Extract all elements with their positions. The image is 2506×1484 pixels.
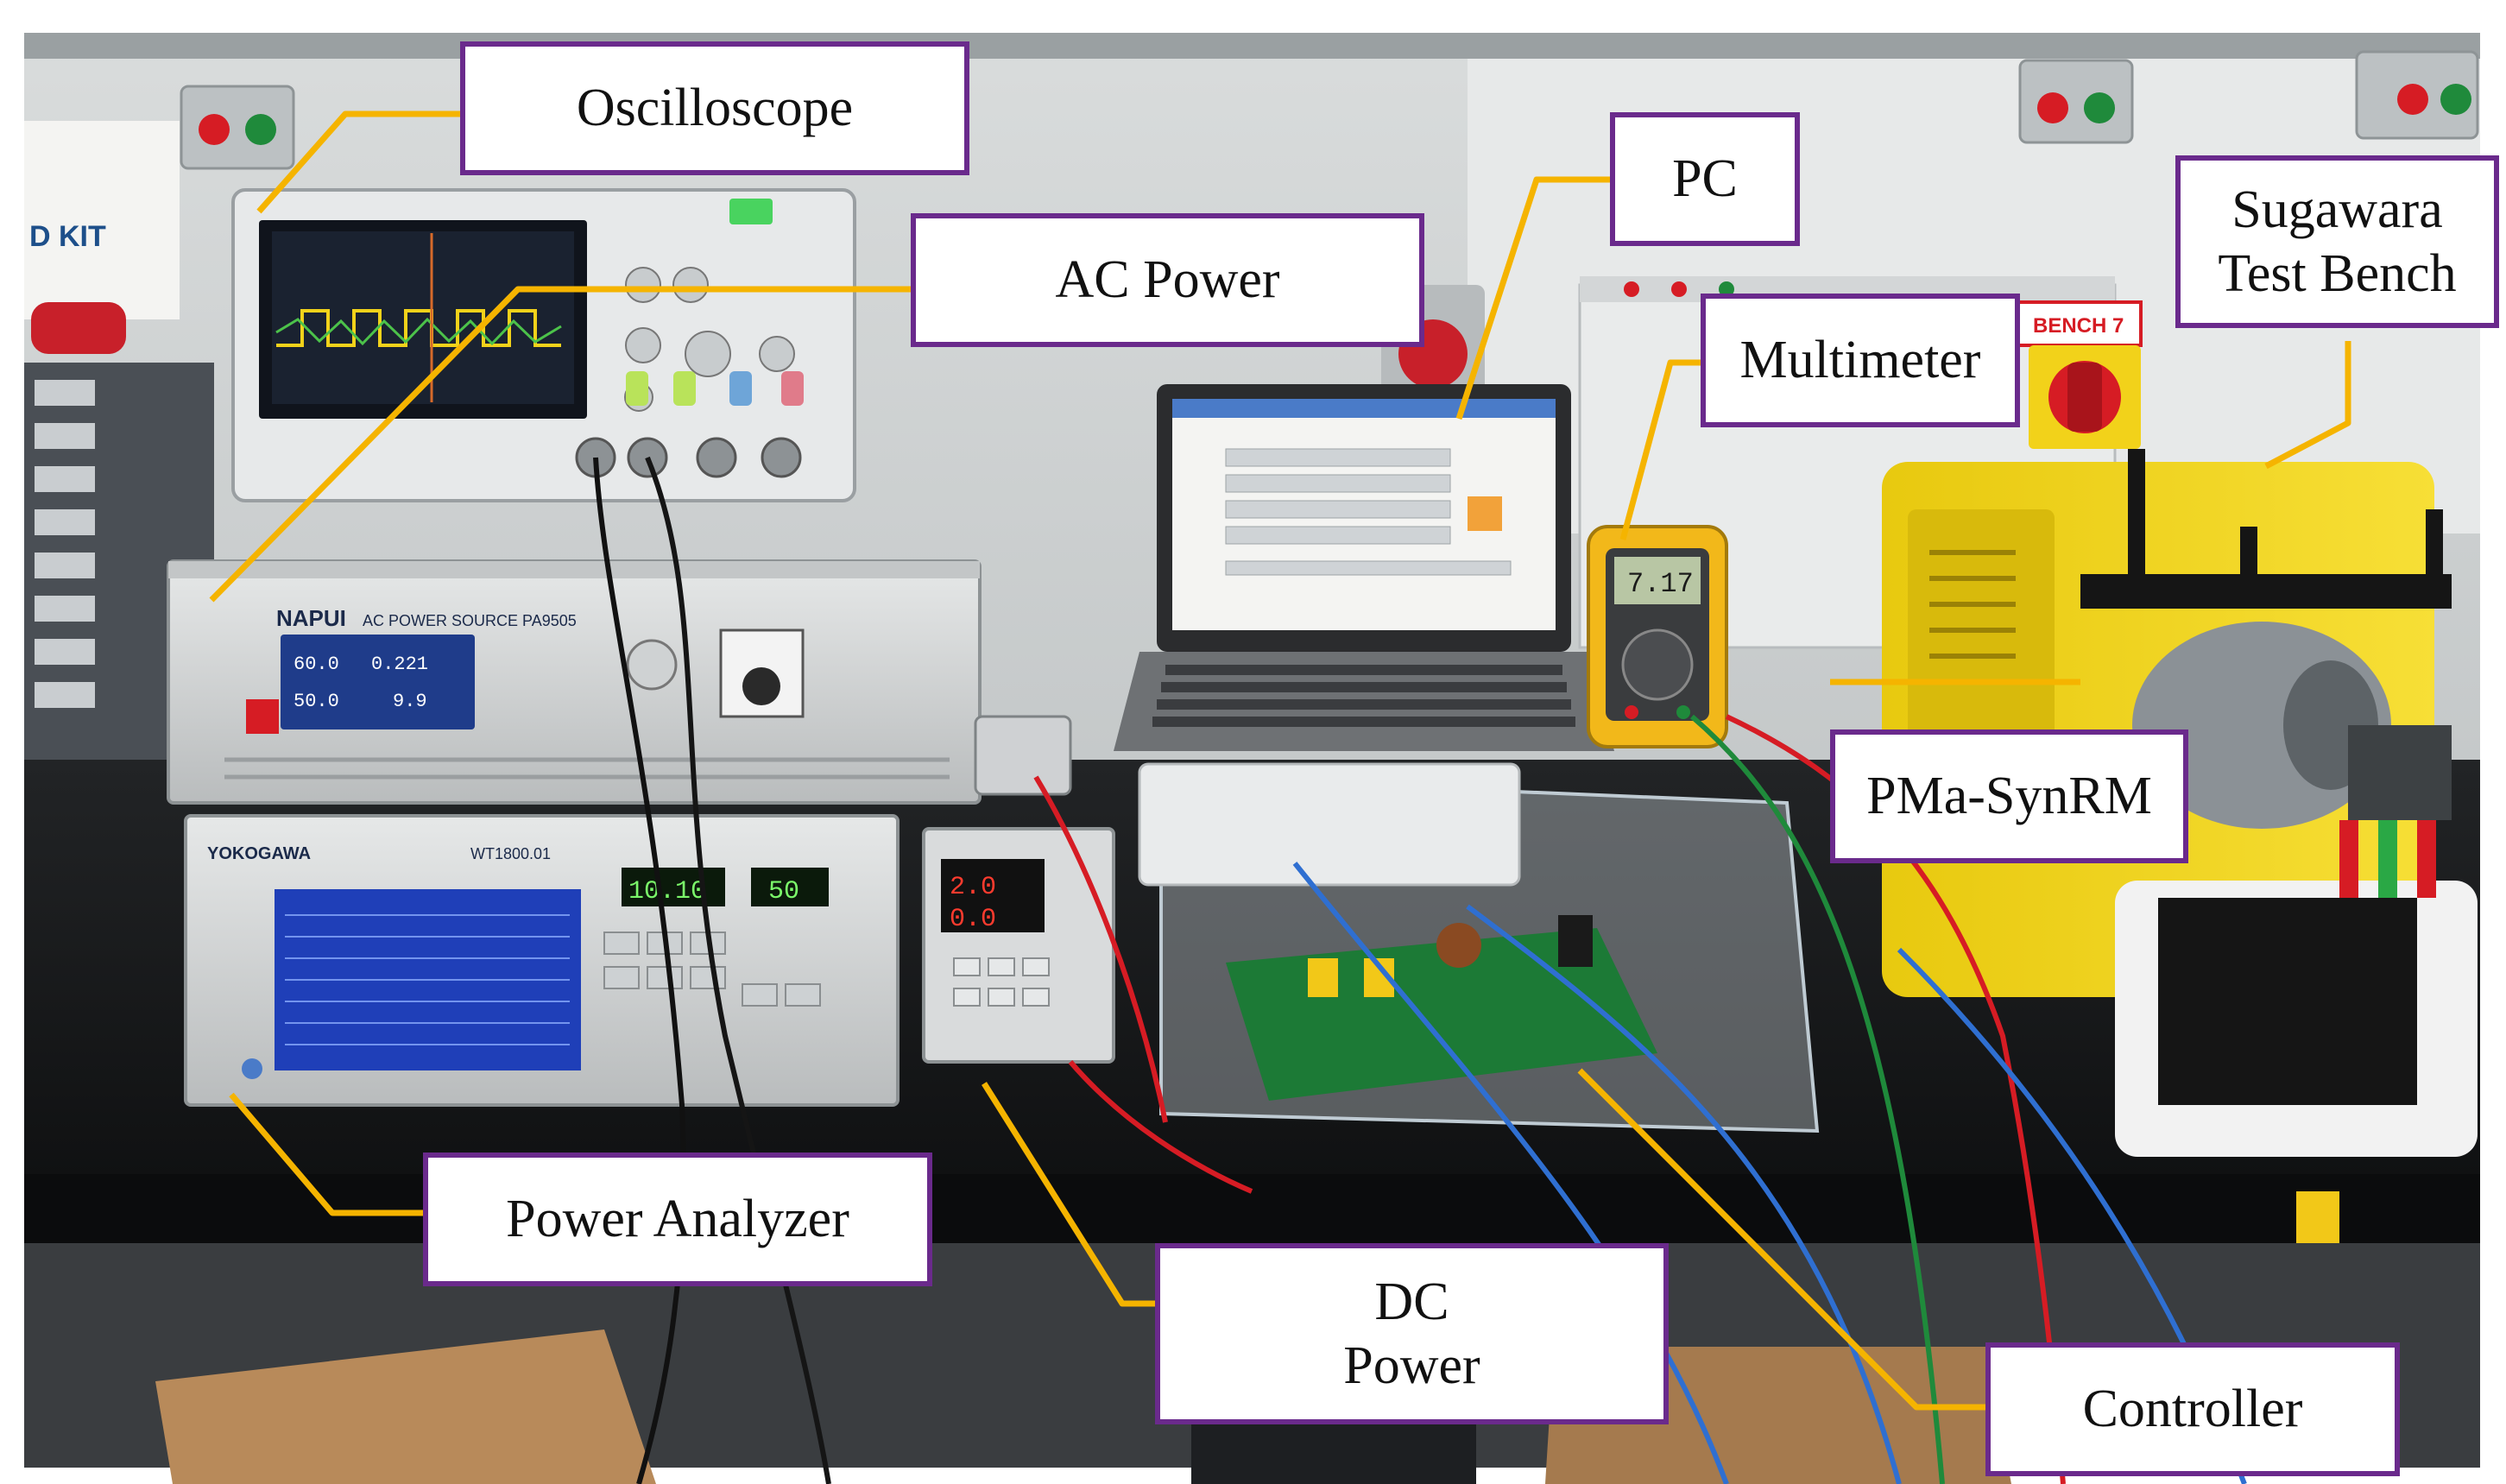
wall-switch-3 — [2355, 50, 2479, 140]
leader-dc-power — [982, 1082, 1157, 1307]
leader-sugawara — [2264, 341, 2351, 470]
ac-power-device: NAPUI AC POWER SOURCE PA9505 60.0 0.221 … — [167, 559, 982, 805]
leader-lines — [209, 111, 2351, 1411]
label-power-analyzer: Power Analyzer — [423, 1152, 932, 1286]
analyzer-table — [285, 914, 570, 1045]
leader-power-analyzer — [229, 1092, 425, 1216]
label-sugawara-test-bench: Sugawara Test Bench — [2175, 155, 2499, 328]
poster-kit-text: D KIT — [29, 220, 106, 253]
dc-power-device: 2.0 0.0 — [922, 715, 1115, 1064]
leader-multimeter — [1619, 359, 1705, 540]
scope-trace-green — [275, 317, 562, 346]
left-poster — [24, 121, 180, 319]
wt-model: WT1800.01 — [470, 845, 551, 862]
yokogawa-logo: YOKOGAWA — [207, 844, 311, 863]
bench-sign-text: BENCH 7 — [2033, 314, 2124, 338]
wall-switch-2 — [2018, 59, 2134, 144]
bench-top-plate — [2080, 574, 2452, 609]
svg-text:9.9: 9.9 — [393, 691, 427, 712]
svg-text:0.221: 0.221 — [371, 654, 428, 675]
cabinet-lights — [1624, 281, 1687, 297]
scope-channel-buttons — [626, 371, 804, 406]
label-pc: PC — [1610, 112, 1800, 246]
label-pma-synrm: PMa-SynRM — [1830, 729, 2188, 863]
svg-text:2.0: 2.0 — [950, 873, 996, 902]
svg-text:50: 50 — [768, 877, 799, 906]
ac-power-switch — [246, 699, 279, 734]
controller-device — [1138, 762, 1820, 1134]
oscilloscope-device — [231, 188, 856, 502]
svg-text:60.0: 60.0 — [294, 654, 339, 675]
cardboard-box-left — [155, 1329, 656, 1484]
multimeter-device: 7.17 — [1587, 525, 1728, 748]
shelf — [24, 33, 2480, 59]
svg-text:0.0: 0.0 — [950, 905, 996, 934]
leader-pc — [1455, 176, 1610, 420]
scope-trace-yellow — [276, 309, 561, 347]
label-ac-power: AC Power — [911, 213, 1424, 347]
analyzer-buttons — [603, 931, 821, 1007]
dc-buttons — [953, 957, 1050, 1007]
leader-controller — [1577, 1068, 1985, 1411]
current-probe-box — [974, 715, 1072, 796]
cabinet-light-green — [1719, 281, 1734, 297]
label-oscilloscope: Oscilloscope — [460, 41, 969, 175]
svg-text:7.17: 7.17 — [1627, 568, 1694, 600]
svg-text:50.0: 50.0 — [294, 691, 339, 712]
laptop-keys — [1152, 665, 1575, 727]
ac-source-model: AC POWER SOURCE PA9505 — [363, 612, 577, 629]
label-dc-power: DC Power — [1155, 1243, 1669, 1424]
red-cloth — [31, 302, 126, 354]
power-analyzer-device: YOKOGAWA WT1800.01 10.10 50 — [184, 814, 900, 1107]
napui-logo: NAPUI — [276, 605, 346, 631]
laptop-app-grid — [1225, 448, 1512, 576]
ac-knob — [626, 639, 678, 691]
label-multimeter: Multimeter — [1701, 294, 2020, 427]
laptop-device — [1114, 384, 1614, 751]
banana-plugs — [2339, 820, 2436, 898]
leader-ac-power — [209, 286, 915, 603]
drawer-rows — [35, 380, 95, 708]
yellow-tape — [2296, 1191, 2339, 1243]
ac-vents — [224, 757, 950, 780]
wall-switch-1 — [180, 85, 295, 170]
rotary-isolator — [2029, 345, 2141, 449]
label-controller: Controller — [1985, 1342, 2400, 1476]
leader-oscilloscope — [256, 111, 460, 214]
svg-text:10.10: 10.10 — [628, 877, 706, 906]
